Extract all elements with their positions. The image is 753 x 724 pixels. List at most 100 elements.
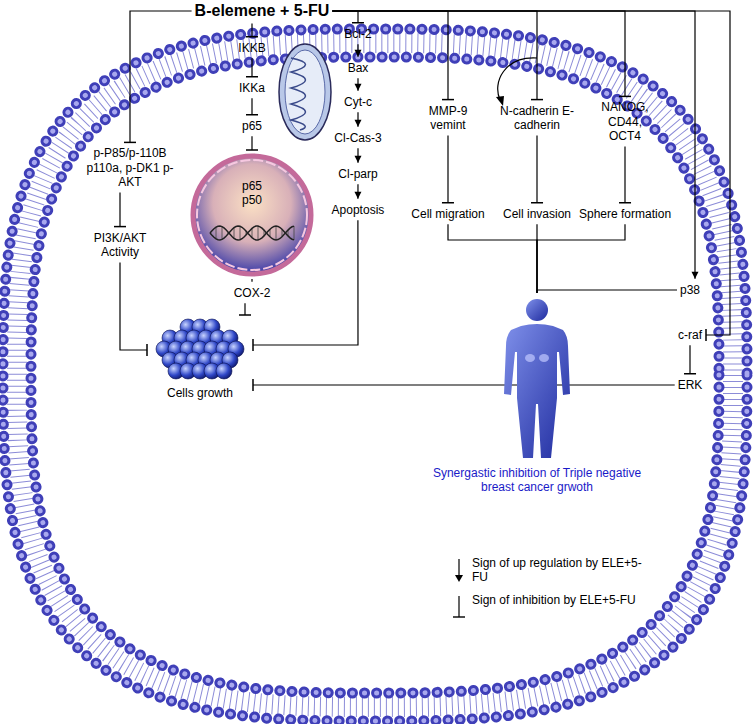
connector [354, 184, 361, 199]
connector-line [119, 193, 120, 227]
connector [332, 11, 698, 279]
connector [537, 224, 625, 293]
inhibition-bar [252, 379, 254, 391]
connector-line [537, 290, 677, 293]
connector [246, 136, 258, 150]
connector [332, 11, 631, 96]
node-text: COX-2 [234, 286, 271, 300]
connector-line [332, 11, 625, 96]
lipid-heads-highlight [31, 57, 719, 693]
node-text: Cl-Cas-3 [334, 131, 381, 145]
protein-label: COX-2 [233, 285, 272, 301]
mitochondrion [279, 44, 331, 140]
inhibition-bar [531, 202, 543, 204]
connector [124, 11, 192, 142]
connector-line [332, 11, 695, 279]
connector [531, 135, 543, 202]
connector-line [447, 135, 448, 202]
connector [246, 24, 258, 37]
lipid-heads [31, 57, 719, 693]
inhibition-bar [246, 114, 258, 116]
nucleus: p65 p50 [190, 153, 314, 277]
connector-line [332, 11, 448, 100]
node-text: p65 [242, 119, 262, 133]
lipid-heads [3, 29, 747, 721]
inhibition-bar [442, 99, 454, 101]
connector [537, 290, 677, 293]
connector-line [251, 24, 252, 37]
protein-label: c-raf [677, 327, 703, 343]
protein-label: MMP-9 vemint [422, 103, 474, 134]
connector-line [332, 11, 537, 100]
inhibition-bar [124, 142, 136, 144]
connector [239, 303, 251, 315]
head [526, 299, 548, 321]
cell-membrane [3, 29, 747, 721]
arrowhead [354, 192, 361, 199]
node-text: NANOG, CD44, OCT4 [600, 100, 650, 143]
arrowhead [354, 50, 361, 57]
arrowhead [354, 156, 361, 163]
connector [114, 193, 126, 227]
connector-line [537, 224, 625, 293]
protein-label: Bax [347, 60, 370, 76]
connector-line [244, 303, 245, 315]
node-text: Sphere formation [579, 207, 671, 221]
body [504, 324, 570, 458]
connector-line [332, 11, 358, 23]
protein-label: IKKB [237, 40, 266, 56]
node-text: B-elemene + 5-FU [195, 1, 330, 20]
process-label: Cell migration [410, 206, 485, 222]
legend-text: Sign of inhibition by ELE+5-FU [472, 593, 636, 607]
cell [216, 363, 232, 379]
connector [332, 11, 543, 100]
lipid-tails [17, 43, 733, 707]
node-text: c-raf [678, 328, 702, 342]
connector-line [689, 345, 690, 374]
inhibition-bar [684, 373, 696, 375]
nuclear-envelope [193, 156, 311, 274]
pathway-label: PI3K/AKT Activity [87, 230, 153, 261]
protein-label: N-cadherin E-cadherin [498, 103, 576, 134]
dna-strand [210, 226, 294, 240]
inhibition-bar [252, 339, 254, 351]
node-text: IKKB [238, 41, 265, 55]
protein-label: Cyt-c [343, 94, 373, 110]
inhibition-bar [246, 36, 258, 38]
connector-line [120, 262, 147, 350]
node-text: Cell migration [411, 207, 484, 221]
protein-label: Bcl-2 [343, 26, 372, 42]
connector [442, 135, 454, 202]
node-text: IKKa [239, 81, 265, 95]
connector [354, 148, 361, 163]
protein-label: Cl-parp [337, 166, 378, 182]
arrow-sample [452, 556, 466, 584]
node-text: Cells growth [150, 386, 250, 400]
protein-label: NANOG, CD44, OCT4 [599, 99, 651, 144]
arrowhead [692, 272, 699, 279]
connector [332, 11, 730, 341]
connector-line [251, 58, 252, 77]
inhibition-bar [619, 202, 631, 204]
connector [252, 279, 253, 282]
protein-label: IKKa [238, 80, 266, 96]
arrowhead [354, 120, 361, 127]
connector [246, 58, 258, 77]
process-label: Cell invasion [502, 206, 572, 222]
node-text: Cl-parp [338, 167, 377, 181]
connector [354, 44, 361, 57]
process-label: Sphere formation [578, 206, 672, 222]
human-figure-art [417, 296, 657, 466]
connector [448, 224, 537, 293]
protein-label: Cl-Cas-3 [333, 130, 382, 146]
node-text: p65 p50 [236, 179, 268, 208]
legend-item: Sign of inhibition by ELE+5-FU [452, 593, 642, 621]
connector-line [251, 136, 252, 150]
node-text: N-cadherin E-cadherin [499, 104, 575, 133]
legend: Sign of up regulation by ELE+5-FUSign of… [452, 556, 642, 629]
connector [253, 379, 675, 391]
inhibition-bar [352, 22, 364, 24]
node-text: Synergastic inhibition of Triple negativ… [417, 466, 657, 495]
lipid-heads-highlight [3, 29, 747, 721]
inhibition-bar [114, 226, 126, 228]
